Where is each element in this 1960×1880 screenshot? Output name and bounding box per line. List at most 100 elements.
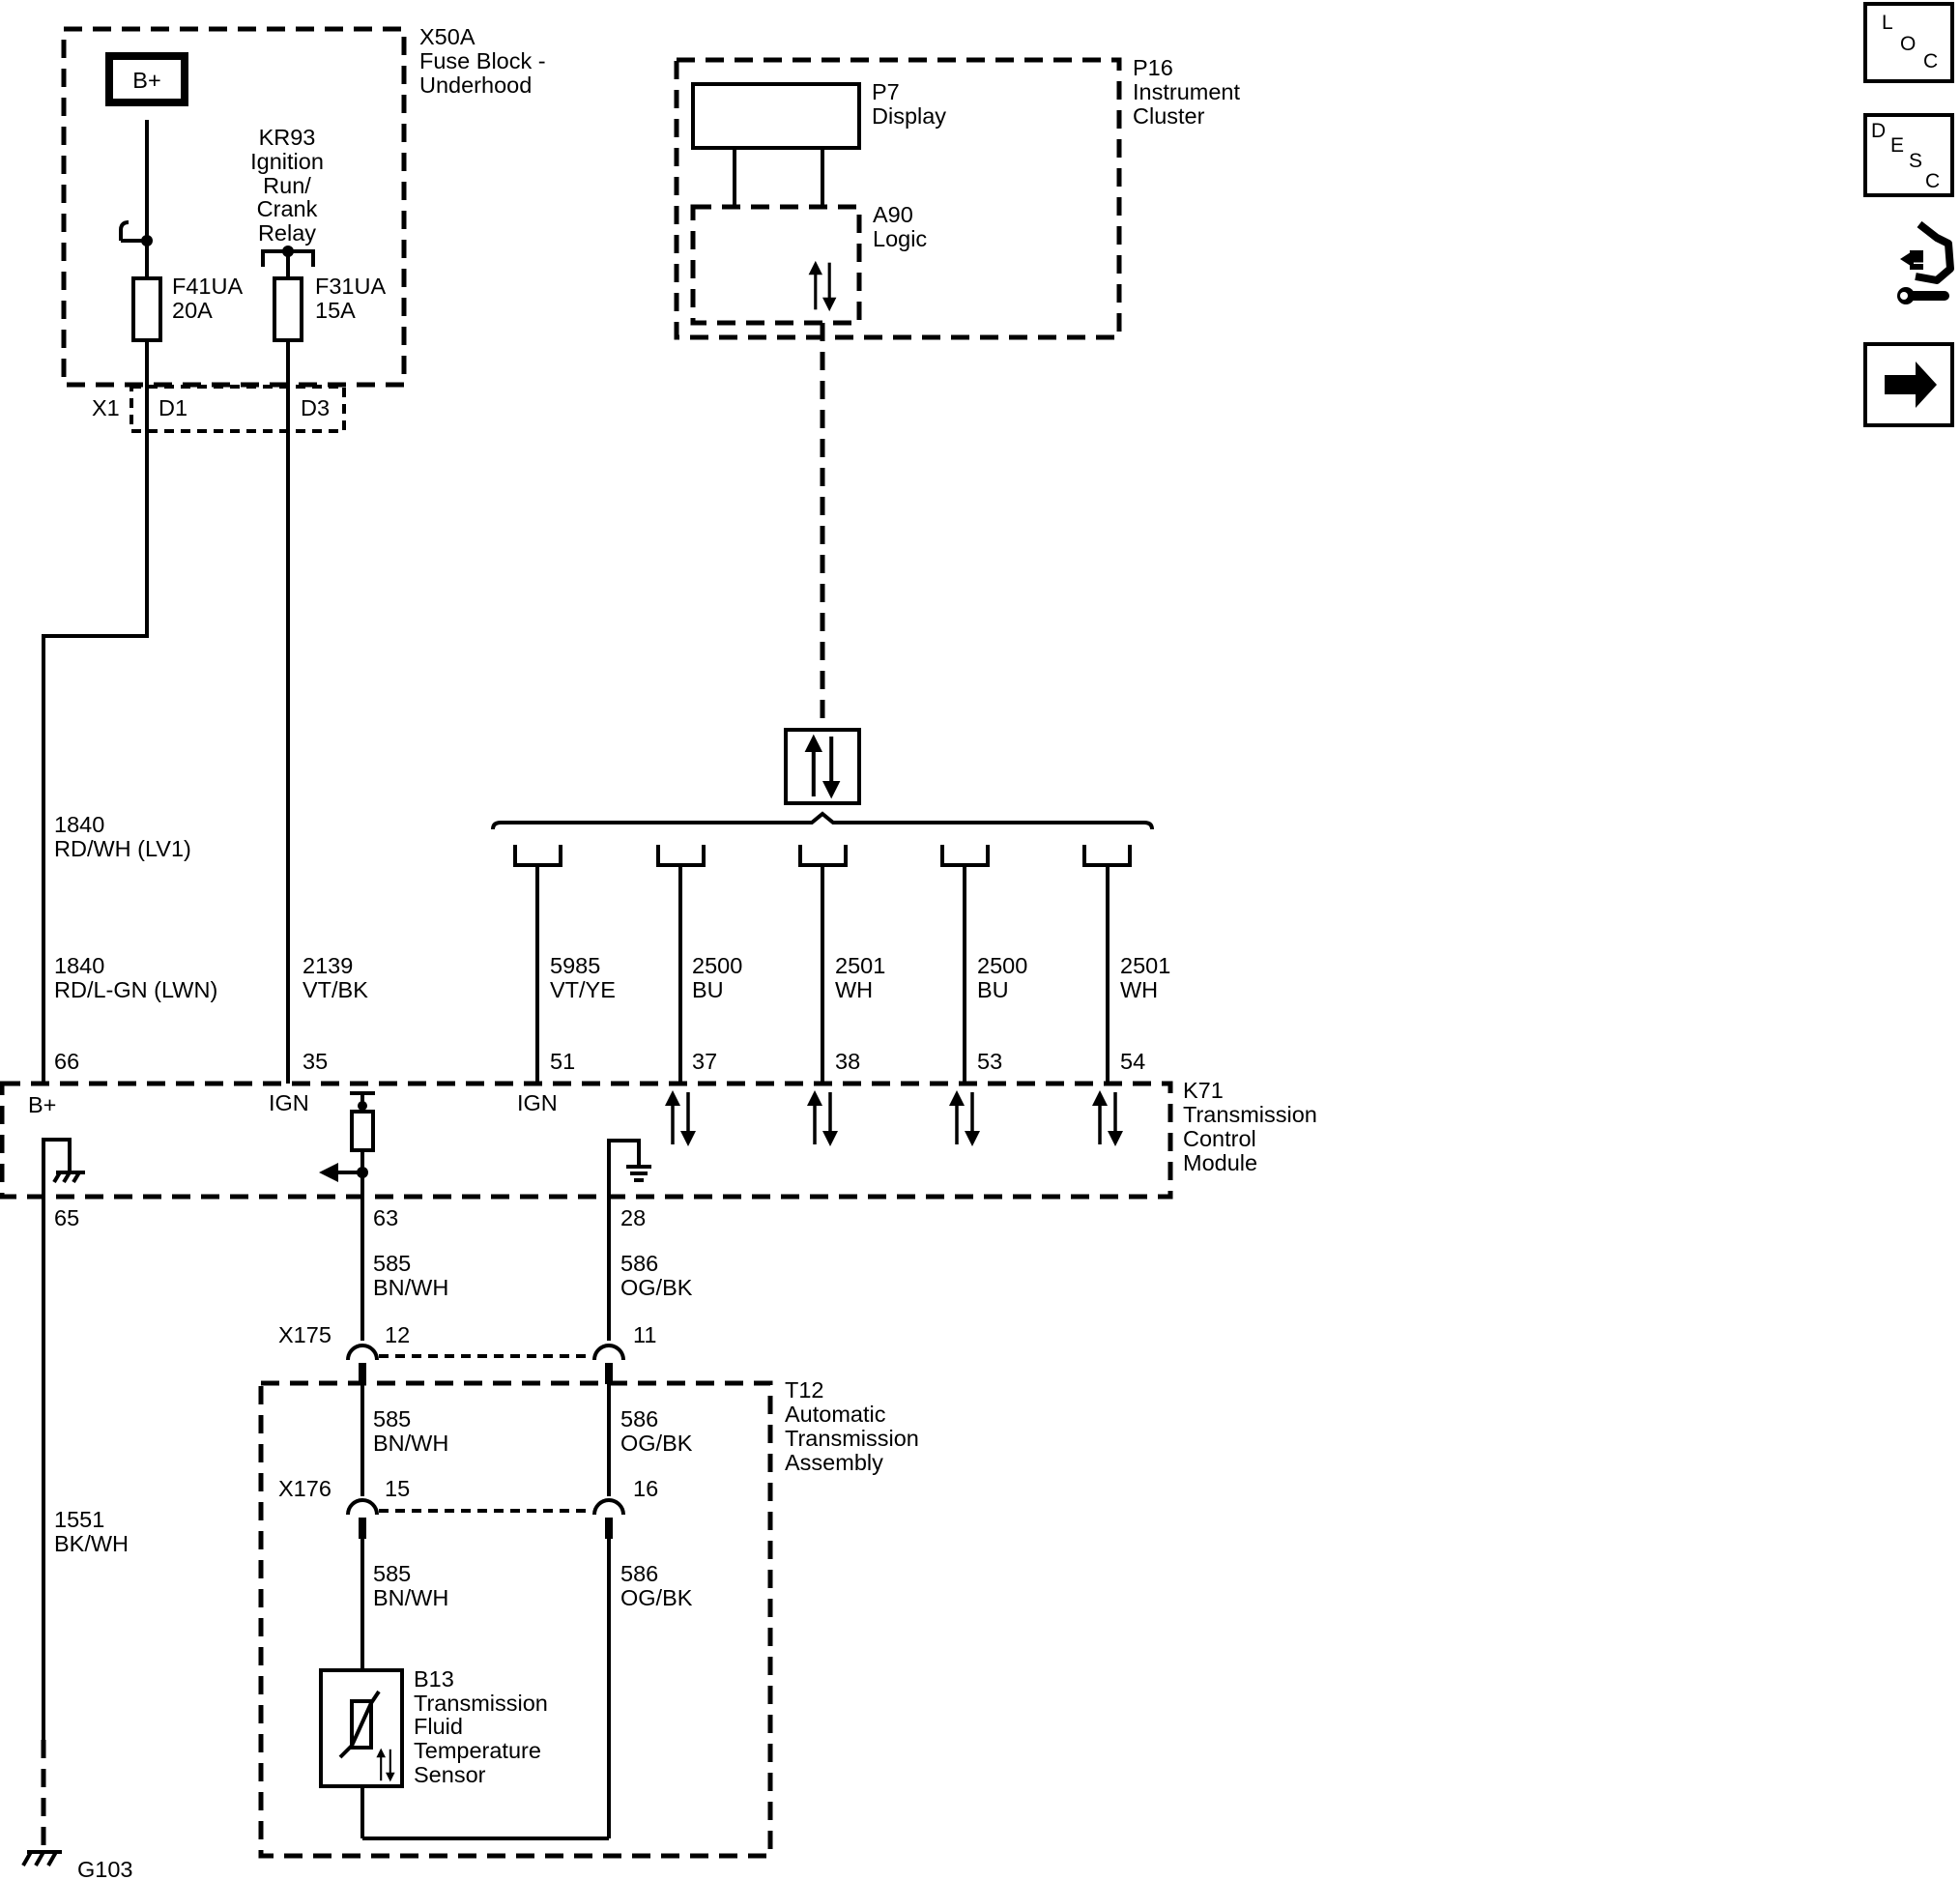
svg-text:VT/YE: VT/YE — [550, 977, 616, 1002]
sensor-name-2: Fluid — [414, 1714, 463, 1739]
tcm-name-2: Control — [1183, 1126, 1256, 1151]
cluster-name-2: Cluster — [1133, 103, 1205, 129]
display-name: Display — [872, 103, 946, 129]
battery-bplus-symbol: B+ — [105, 52, 188, 106]
wire-label-1840-lwn: 1840 RD/L-GN (LWN) — [54, 953, 217, 1002]
svg-text:OG/BK: OG/BK — [620, 1431, 693, 1456]
connector-x1-pin-d3: D3 — [301, 395, 330, 420]
pin-37: 37 — [692, 1049, 717, 1074]
svg-text:585: 585 — [373, 1251, 411, 1276]
relay-line-5: Relay — [258, 220, 316, 246]
sensor-name-3: Temperature — [414, 1738, 541, 1763]
wire-label-586-2: 586 OG/BK — [620, 1406, 693, 1456]
pin-35: 35 — [303, 1049, 328, 1074]
trans-name-2: Transmission — [785, 1426, 919, 1451]
wire-label-2139: 2139 VT/BK — [303, 953, 368, 1002]
pullup-resistor-icon — [319, 1091, 375, 1216]
wire-label-2500-a: 2500 BU — [692, 953, 742, 1002]
relay-line-1: KR93 — [259, 125, 316, 150]
display-id: P7 — [872, 79, 900, 104]
svg-text:L: L — [1882, 12, 1893, 34]
svg-text:586: 586 — [620, 1561, 658, 1586]
tcm-name-1: Transmission — [1183, 1102, 1317, 1127]
pin-54: 54 — [1120, 1049, 1145, 1074]
x175-pin-11: 11 — [633, 1322, 656, 1347]
logic-id: A90 — [873, 202, 913, 227]
ground-id: G103 — [77, 1857, 133, 1880]
svg-text:BK/WH: BK/WH — [54, 1531, 129, 1556]
svg-text:WH: WH — [835, 977, 873, 1002]
bidir-icon-pin-37 — [663, 1088, 698, 1148]
svg-text:1840: 1840 — [54, 953, 104, 978]
svg-text:O: O — [1900, 33, 1916, 55]
svg-text:BU: BU — [692, 977, 724, 1002]
bus-drops — [513, 845, 1132, 1084]
svg-text:RD/WH (LV1): RD/WH (LV1) — [54, 836, 191, 861]
pin-53: 53 — [977, 1049, 1002, 1074]
svg-text:2501: 2501 — [1120, 953, 1170, 978]
sensor-id: B13 — [414, 1666, 454, 1692]
wire-label-2501-b: 2501 WH — [1120, 953, 1170, 1002]
pin-28: 28 — [620, 1205, 646, 1230]
connector-x1-pin-d1: D1 — [159, 395, 187, 420]
svg-text:OG/BK: OG/BK — [620, 1275, 693, 1300]
connector-info-icon[interactable] — [1897, 220, 1954, 304]
wire-label-2501-a: 2501 WH — [835, 953, 885, 1002]
wire-label-1551: 1551 BK/WH — [54, 1507, 129, 1556]
fuse-f41-rating: 20A — [172, 298, 213, 323]
tcm-ign-label-1: IGN — [269, 1090, 309, 1115]
svg-text:2501: 2501 — [835, 953, 885, 978]
svg-text:585: 585 — [373, 1406, 411, 1432]
relay-line-2: Ignition — [250, 149, 324, 174]
ground-g103: G103 — [21, 1850, 133, 1880]
x175-id: X175 — [278, 1322, 331, 1347]
tcm-bplus-label: B+ — [28, 1092, 56, 1117]
relay-line-3: Run/ — [263, 173, 311, 198]
next-arrow-icon[interactable] — [1863, 342, 1954, 427]
wire-label-1840-lv1: 1840 RD/WH (LV1) — [54, 812, 191, 861]
svg-text:VT/BK: VT/BK — [303, 977, 368, 1002]
inline-connector-x176: X176 15 16 — [278, 1476, 658, 1539]
trans-name-3: Assembly — [785, 1450, 883, 1475]
trans-id: T12 — [785, 1377, 824, 1403]
signal-ground-icon — [607, 1139, 651, 1216]
tcm-ign-label-2: IGN — [517, 1090, 558, 1115]
sensor-name-4: Sensor — [414, 1762, 486, 1787]
transmission-control-module-k71: K71 Transmission Control Module 66 35 51… — [0, 1049, 1317, 1230]
tcm-name-3: Module — [1183, 1150, 1257, 1175]
svg-text:BN/WH: BN/WH — [373, 1275, 448, 1300]
svg-text:OG/BK: OG/BK — [620, 1585, 693, 1610]
connector-x1-id: X1 — [92, 395, 120, 420]
svg-text:RD/L-GN (LWN): RD/L-GN (LWN) — [54, 977, 217, 1002]
location-button-icon[interactable]: L O C — [1863, 2, 1954, 83]
svg-text:E: E — [1890, 134, 1904, 157]
svg-text:2500: 2500 — [977, 953, 1027, 978]
x176-pin-15: 15 — [385, 1476, 410, 1501]
wire-label-5985: 5985 VT/YE — [550, 953, 616, 1002]
svg-text:WH: WH — [1120, 977, 1158, 1002]
inline-connector-x175: X175 12 11 — [278, 1322, 656, 1384]
wire-label-585-3: 585 BN/WH — [373, 1561, 448, 1610]
svg-text:2139: 2139 — [303, 953, 353, 978]
display-p7: P7 Display — [691, 79, 946, 150]
fuse-block-name-1: Fuse Block - — [419, 48, 546, 73]
x176-pin-16: 16 — [633, 1476, 658, 1501]
instrument-cluster-p16: P16 Instrument Cluster P7 Display A90 Lo… — [674, 55, 1240, 340]
relay-kr93: KR93 Ignition Run/ Crank Relay — [250, 125, 324, 267]
fuse-block-x50a: X50A Fuse Block - Underhood B+ F41UA 20A… — [61, 24, 546, 433]
chassis-ground-icon — [42, 1138, 85, 1216]
svg-text:2500: 2500 — [692, 953, 742, 978]
fuse-f31-rating: 15A — [315, 298, 356, 323]
relay-line-4: Crank — [257, 196, 318, 221]
fuse-f31-id: F31UA — [315, 274, 386, 299]
pin-38: 38 — [835, 1049, 860, 1074]
trans-name-1: Automatic — [785, 1402, 886, 1427]
fuse-f41-id: F41UA — [172, 274, 243, 299]
wire-label-585-2: 585 BN/WH — [373, 1406, 448, 1456]
pin-63: 63 — [373, 1205, 398, 1230]
svg-text:585: 585 — [373, 1561, 411, 1586]
svg-text:1840: 1840 — [54, 812, 104, 837]
bidir-icon-pin-38 — [805, 1088, 840, 1148]
wire-label-586-1: 586 OG/BK — [620, 1251, 693, 1300]
description-button-icon[interactable]: D E S C — [1863, 113, 1954, 197]
